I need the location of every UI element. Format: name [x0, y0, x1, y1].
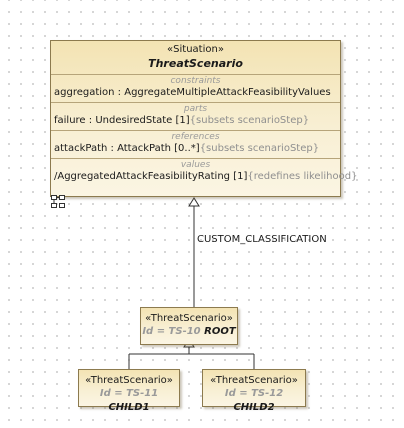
instance-title: Id = TS-11 CHILD1: [99, 388, 159, 413]
instance-title: Id = TS-10 ROOT: [142, 326, 236, 337]
compartment-title: parts: [183, 104, 208, 114]
compartment-title: values: [180, 160, 211, 170]
situation-name: ThreatScenario: [148, 57, 243, 70]
property-aggregation[interactable]: aggregation : AggregateMultipleAttackFea…: [54, 87, 331, 98]
property-failure[interactable]: failure : UndesiredState [1]{subsets sce…: [54, 115, 310, 126]
property-attack-path[interactable]: attackPath : AttackPath [0..*]{subsets s…: [54, 143, 320, 154]
compartment-constraints: constraints aggregation : AggregateMulti…: [51, 74, 340, 102]
instance-child1[interactable]: «ThreatScenario» Id = TS-11 CHILD1: [78, 369, 180, 413]
instance-stereotype: «ThreatScenario»: [145, 313, 233, 324]
instance-tree-icon[interactable]: [51, 195, 65, 208]
compartment-title: references: [171, 132, 220, 142]
compartment-references: references attackPath : AttackPath [0..*…: [51, 130, 340, 158]
compartment-title: constraints: [170, 76, 221, 86]
instance-stereotype: «ThreatScenario»: [210, 375, 298, 386]
relationship-label: CUSTOM_CLASSIFICATION: [197, 234, 327, 245]
generalization-arrowhead-root: [188, 197, 200, 207]
instance-stereotype: «ThreatScenario»: [85, 375, 173, 386]
instance-title: Id = TS-12 CHILD2: [224, 388, 284, 413]
situation-block-header: «Situation» ThreatScenario: [51, 41, 340, 74]
instance-root[interactable]: «ThreatScenario» Id = TS-10 ROOT: [140, 307, 238, 345]
situation-block-threat-scenario[interactable]: «Situation» ThreatScenario constraints a…: [50, 40, 358, 197]
property-aggregated-rating[interactable]: /AggregatedAttackFeasibilityRating [1]{r…: [54, 171, 358, 182]
compartment-parts: parts failure : UndesiredState [1]{subse…: [51, 102, 340, 130]
compartment-values: values /AggregatedAttackFeasibilityRatin…: [51, 158, 358, 186]
instance-child2[interactable]: «ThreatScenario» Id = TS-12 CHILD2: [202, 369, 306, 413]
situation-stereotype: «Situation»: [167, 44, 224, 55]
